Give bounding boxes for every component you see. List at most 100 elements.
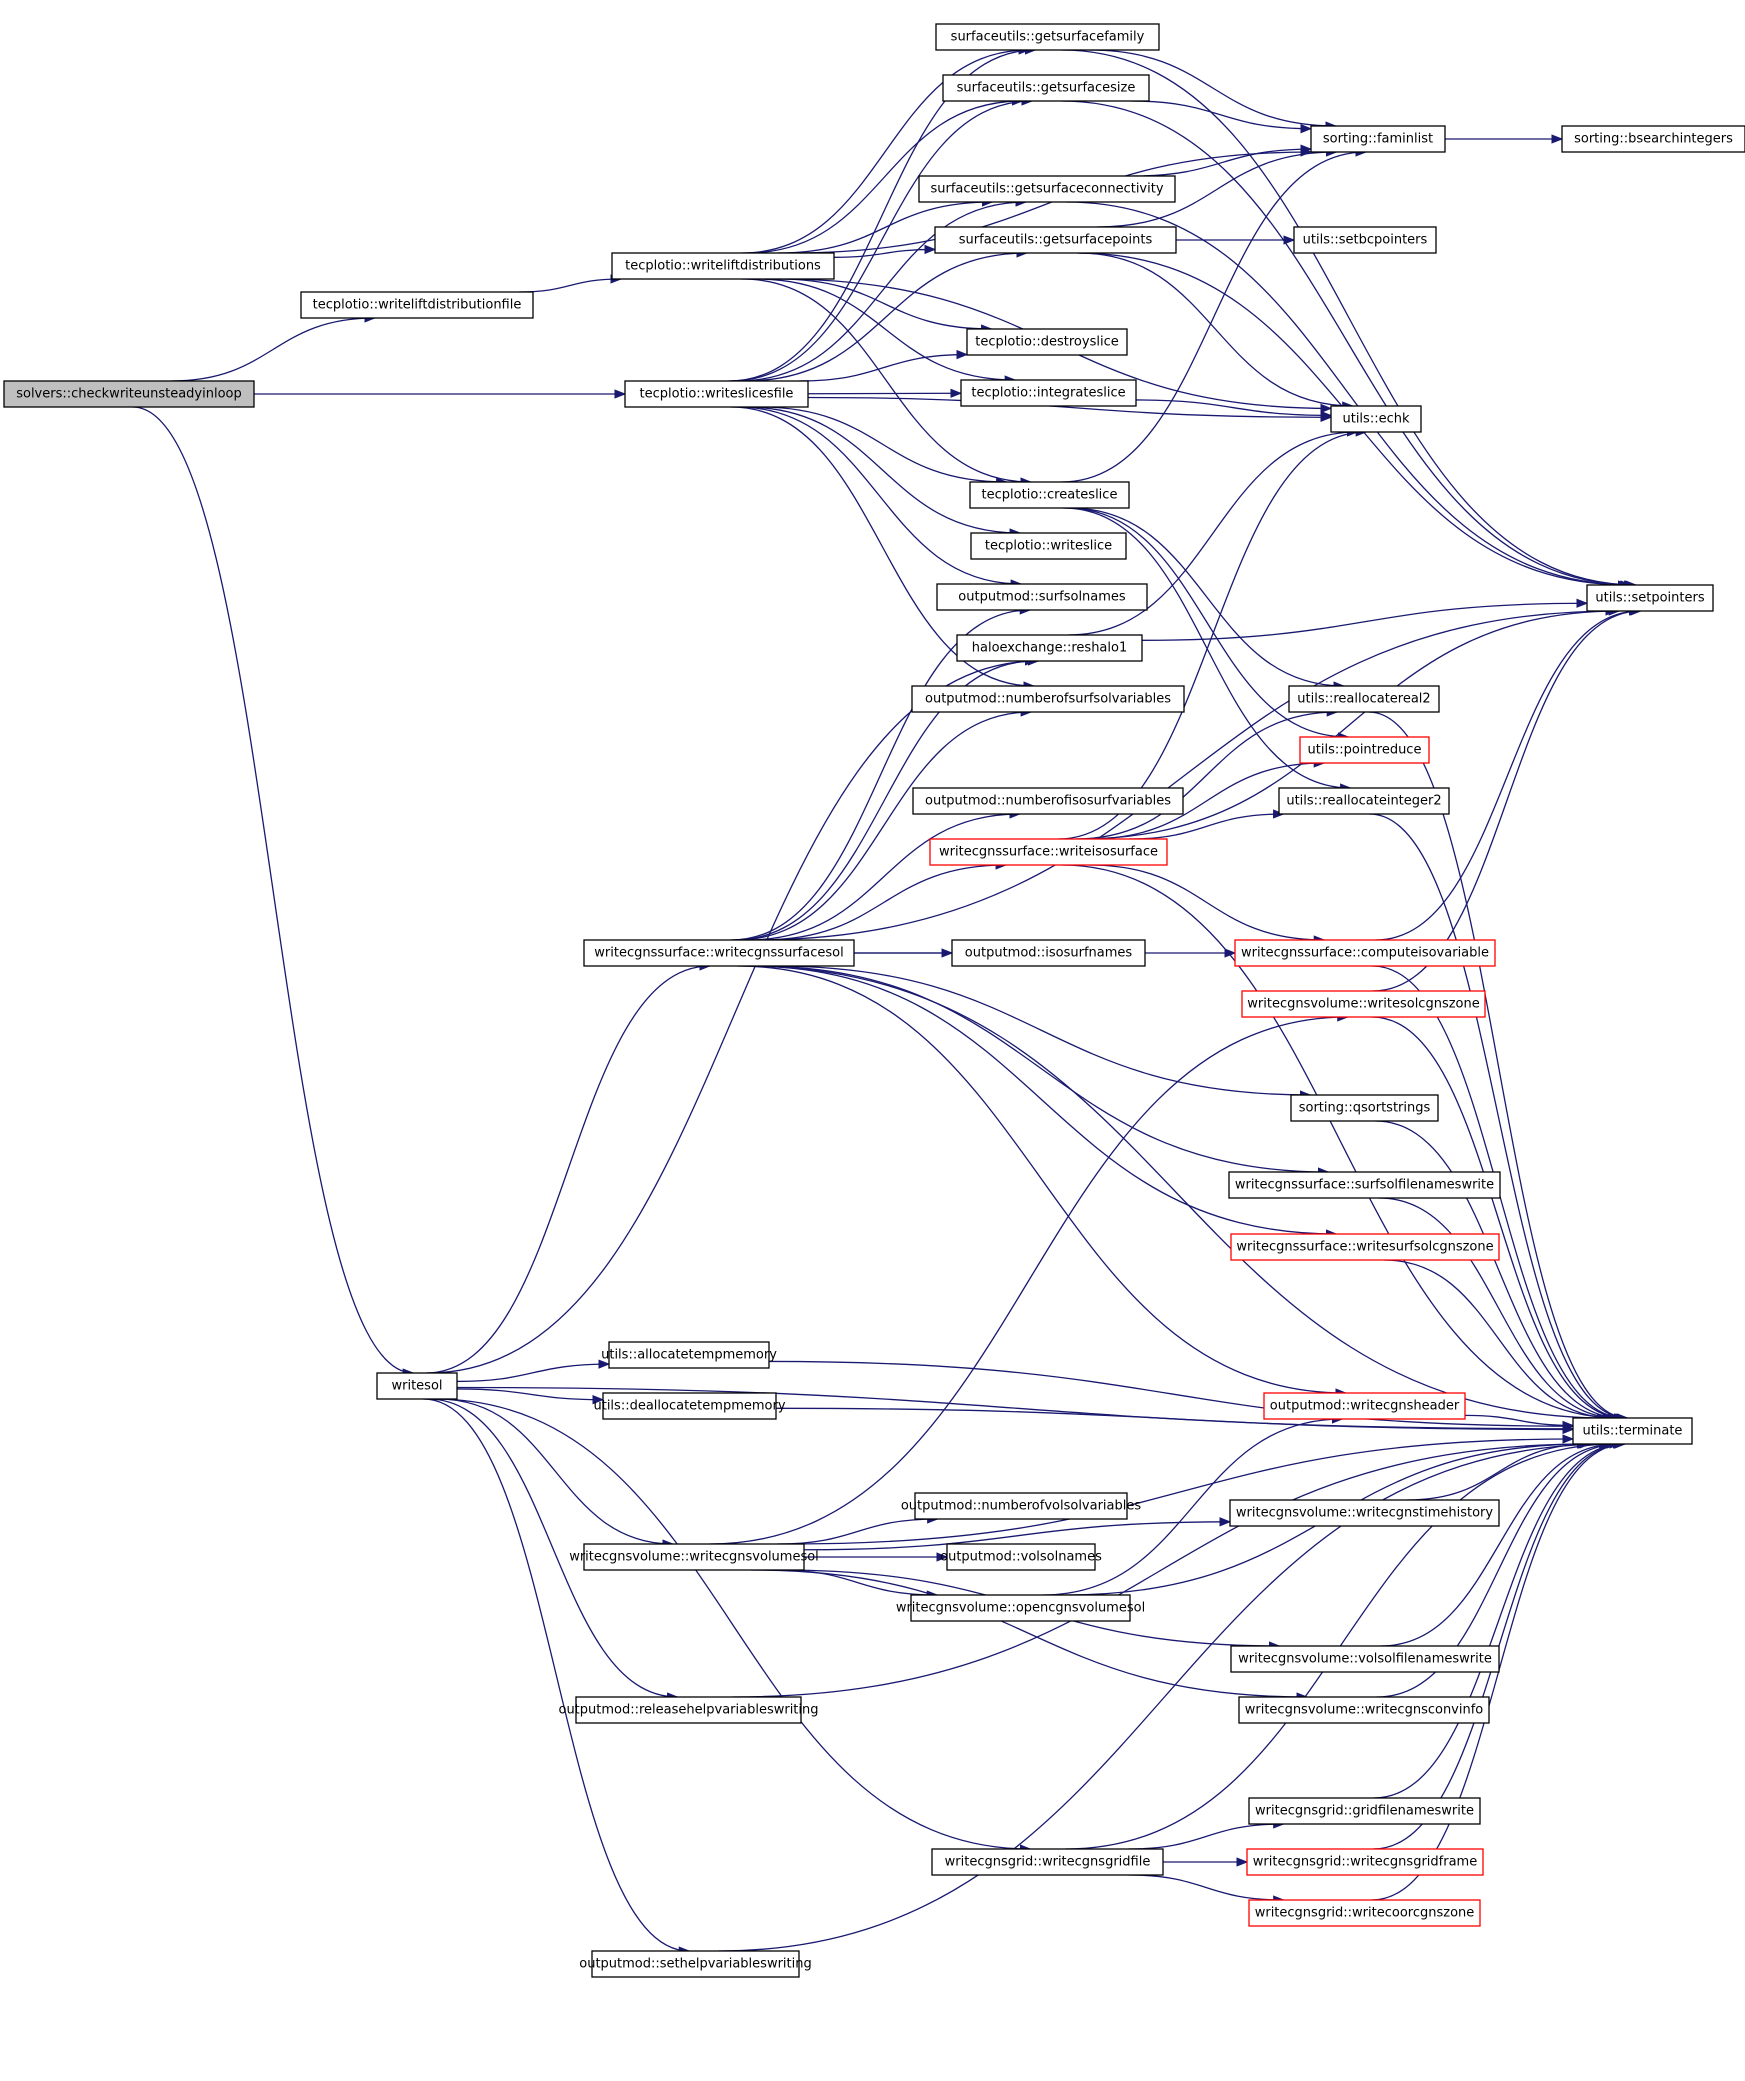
node-gsc[interactable]: surfaceutils::getsurfaceconnectivity (918, 175, 1176, 203)
node-box (1278, 787, 1450, 815)
node-nisv[interactable]: outputmod::numberofisosurfvariables (912, 787, 1184, 815)
edge-wld-to-gss (746, 96, 1024, 254)
node-wsl[interactable]: tecplotio::writeslice (970, 532, 1127, 560)
node-label: writecgnssurface::computeisovariable (1241, 946, 1489, 961)
node-ri2[interactable]: utils::reallocateinteger2 (1278, 787, 1450, 815)
edge-civ-to-setp (1375, 606, 1641, 941)
node-wcgfr[interactable]: writecgnsgrid::writecgnsgridframe (1246, 1848, 1484, 1876)
node-wcth[interactable]: writecgnsvolume::writecgnstimehistory (1229, 1499, 1500, 1527)
node-box (910, 1594, 1131, 1622)
node-root[interactable]: solvers::checkwriteunsteadyinloop (3, 380, 255, 408)
node-ocvs[interactable]: writecgnsvolume::opencgnsvolumesol (896, 1594, 1145, 1622)
node-box (1290, 1094, 1439, 1122)
node-gsp[interactable]: surfaceutils::getsurfacepoints (934, 226, 1177, 254)
node-gfnw[interactable]: writecgnsgrid::gridfilenameswrite (1248, 1797, 1481, 1825)
node-isl[interactable]: tecplotio::integrateslice (960, 379, 1137, 407)
node-wccz[interactable]: writecgnsgrid::writecoorcgnszone (1248, 1899, 1481, 1927)
node-sbc[interactable]: utils::setbcpointers (1293, 226, 1437, 254)
edge-wldf-to-wld (518, 274, 623, 293)
node-dsl[interactable]: tecplotio::destroyslice (966, 328, 1128, 356)
node-nssv[interactable]: outputmod::numberofsurfsolvariables (911, 685, 1185, 713)
node-sfnw[interactable]: writecgnssurface::surfsolfilenameswrite (1228, 1171, 1501, 1199)
node-fam[interactable]: sorting::faminlist (1310, 125, 1446, 153)
node-box (3, 380, 255, 408)
edge-gfnw-to-term (1373, 1439, 1625, 1799)
edge-wcss-to-sfnw (755, 965, 1330, 1177)
node-box (1572, 1417, 1693, 1445)
node-rhvw[interactable]: outputmod::releasehelpvariableswriting (558, 1696, 819, 1724)
node-isn[interactable]: outputmod::isosurfnames (951, 939, 1146, 967)
node-gsf[interactable]: surfaceutils::getsurfacefamily (935, 23, 1160, 51)
node-writesol[interactable]: writesol (376, 1372, 458, 1400)
node-wcgf[interactable]: writecgnsgrid::writecgnsgridfile (931, 1848, 1164, 1876)
node-wsf[interactable]: tecplotio::writeslicesfile (624, 380, 809, 408)
edge-wcgf-to-gfnw (1128, 1819, 1285, 1850)
node-bsi[interactable]: sorting::bsearchintegers (1561, 125, 1745, 153)
node-label: surfaceutils::getsurfaceconnectivity (930, 182, 1163, 197)
edge-wscz-to-setp (1372, 606, 1642, 992)
edge-wcvs-to-nvsv (777, 1514, 939, 1545)
node-label: sorting::faminlist (1323, 132, 1433, 147)
node-term[interactable]: utils::terminate (1572, 1417, 1693, 1445)
edge-wld-to-gsf (741, 45, 1031, 254)
node-wscz[interactable]: writecgnsvolume::writesolcgnszone (1241, 990, 1486, 1018)
node-wch[interactable]: outputmod::writecgnsheader (1263, 1392, 1466, 1420)
node-wsscz[interactable]: writecgnssurface::writesurfsolcgnszone (1230, 1233, 1500, 1261)
node-label: writecgnsvolume::writesolcgnszone (1247, 997, 1479, 1012)
node-vsfw[interactable]: writecgnsvolume::volsolfilenameswrite (1230, 1645, 1500, 1673)
edge-writesol-to-wcvs (438, 1398, 675, 1549)
node-dtm[interactable]: utils::deallocatetempmemory (593, 1392, 786, 1420)
node-wcss[interactable]: writecgnssurface::writecgnssurfacesol (583, 939, 855, 967)
node-box (946, 1543, 1096, 1571)
node-rr2[interactable]: utils::reallocatereal2 (1288, 685, 1440, 713)
edge-wcci-to-term (1376, 1439, 1622, 1698)
node-nvsv[interactable]: outputmod::numberofvolsolvariables (901, 1492, 1142, 1520)
node-csl[interactable]: tecplotio::createslice (969, 481, 1130, 509)
node-wcci[interactable]: writecgnsvolume::writecgnsconvinfo (1238, 1696, 1490, 1724)
edge-wcvs-to-wcth (803, 1517, 1232, 1551)
node-box (602, 1392, 777, 1420)
edge-writesol-to-rh1 (428, 656, 1040, 1374)
node-setp[interactable]: utils::setpointers (1586, 584, 1714, 612)
node-ssn[interactable]: outputmod::surfsolnames (936, 583, 1148, 611)
node-gss[interactable]: surfaceutils::getsurfacesize (942, 74, 1150, 102)
edge-sfnw-to-term (1378, 1197, 1620, 1423)
edge-gss-to-setp (1061, 100, 1636, 590)
node-box (1263, 1392, 1466, 1420)
node-box (912, 787, 1184, 815)
node-box (1310, 125, 1446, 153)
edge-wsf-to-gss (730, 96, 1034, 382)
node-label: writecgnssurface::surfsolfilenameswrite (1235, 1178, 1494, 1193)
node-civ[interactable]: writecgnssurface::computeisovariable (1234, 939, 1496, 967)
node-wld[interactable]: tecplotio::writeliftdistributions (611, 252, 835, 280)
node-label: writecgnsgrid::writecoorcgnszone (1255, 1906, 1475, 1921)
edge-rhvw-to-term (732, 1439, 1590, 1698)
node-wldf[interactable]: tecplotio::writeliftdistributionfile (300, 291, 534, 319)
edge-wld-to-gsp (833, 244, 937, 258)
edge-wsf-to-wsl (744, 406, 1022, 538)
edge-wsf-to-gsf (728, 45, 1037, 382)
node-label: outputmod::releasehelpvariableswriting (558, 1703, 818, 1718)
node-prd[interactable]: utils::pointreduce (1299, 736, 1430, 764)
node-qss[interactable]: sorting::qsortstrings (1290, 1094, 1439, 1122)
node-box (931, 1848, 1164, 1876)
node-wcvs[interactable]: writecgnsvolume::writecgnsvolumesol (569, 1543, 819, 1571)
node-box (1248, 1899, 1481, 1927)
node-rh1[interactable]: haloexchange::reshalo1 (956, 634, 1143, 662)
node-echk[interactable]: utils::echk (1330, 405, 1422, 433)
node-box (1586, 584, 1714, 612)
node-wiso[interactable]: writecgnssurface::writeisosurface (929, 838, 1168, 866)
node-box (591, 1950, 800, 1978)
node-label: utils::pointreduce (1308, 743, 1422, 758)
node-box (951, 939, 1146, 967)
node-atm[interactable]: utils::allocatetempmemory (601, 1341, 777, 1369)
node-box (624, 380, 809, 408)
edge-wiso-to-rr2 (1075, 707, 1339, 840)
node-shvw[interactable]: outputmod::sethelpvariableswriting (579, 1950, 812, 1978)
edge-vsfw-to-term (1380, 1439, 1619, 1647)
node-label: tecplotio::destroyslice (975, 335, 1118, 350)
node-vsn[interactable]: outputmod::volsolnames (940, 1543, 1102, 1571)
node-box (583, 939, 855, 967)
edge-gsp-to-echk (1078, 252, 1354, 411)
edge-wld-to-gsc (777, 197, 994, 254)
